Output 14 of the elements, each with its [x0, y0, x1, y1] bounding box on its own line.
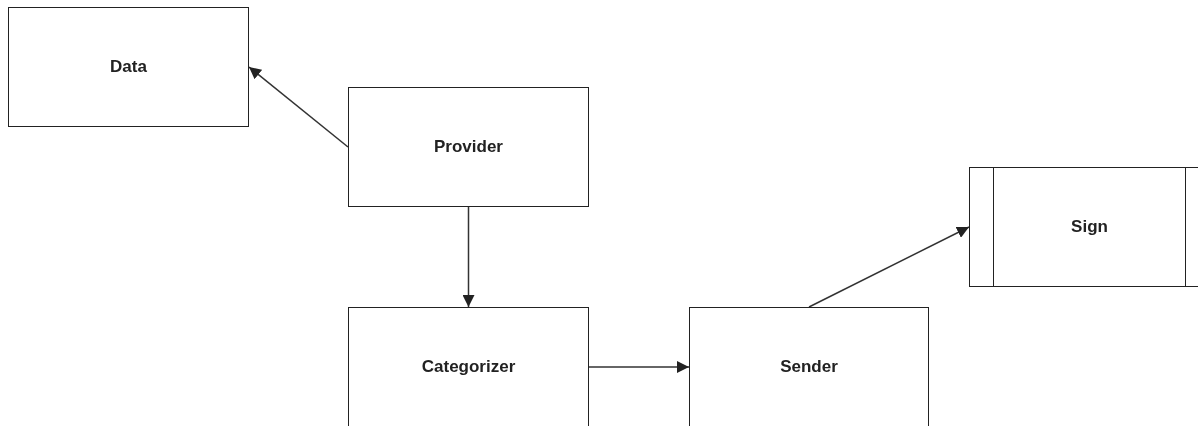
- node-label: Sender: [780, 356, 838, 379]
- arrow: [248, 66, 349, 148]
- process-box: [348, 87, 589, 207]
- arrow: [588, 361, 690, 373]
- node-label: Provider: [434, 136, 503, 159]
- arrow: [808, 226, 970, 308]
- process-box: [8, 7, 249, 127]
- process-box: [348, 307, 589, 426]
- node-label: Data: [110, 56, 147, 79]
- subprocess-box: [969, 167, 1198, 287]
- process-box: [689, 307, 929, 426]
- node-label: Categorizer: [421, 356, 516, 379]
- node-label: Sign: [1071, 216, 1108, 239]
- arrow: [462, 206, 475, 308]
